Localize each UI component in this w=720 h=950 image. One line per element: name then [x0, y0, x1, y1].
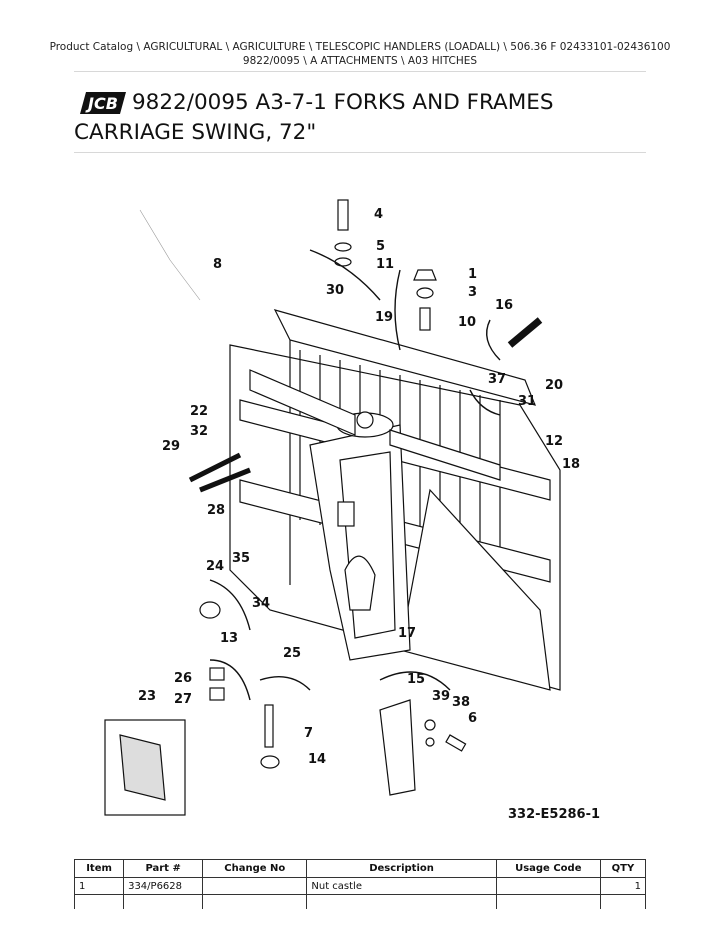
callout-27: 27	[174, 692, 192, 707]
callout-3: 3	[468, 285, 477, 300]
callout-14: 14	[308, 752, 326, 767]
cell-item	[73, 894, 125, 909]
callout-26: 26	[174, 671, 192, 686]
table-row[interactable]: 1 334/P6628 Nut castle 1	[73, 877, 647, 895]
cell-part[interactable]: 334/P6628	[123, 877, 204, 895]
callout-15: 15	[407, 672, 425, 687]
cell-description: Nut castle	[306, 877, 497, 895]
callout-4: 4	[374, 207, 383, 222]
cell-qty: 1	[599, 877, 647, 895]
callout-29: 29	[162, 439, 180, 454]
callout-30: 30	[326, 283, 344, 298]
callout-10: 10	[458, 315, 476, 330]
callout-labels: 4 5 11 8 1 3 30 16 19 10 37 20 31 22 32 …	[138, 207, 600, 822]
hardware-details	[139, 199, 543, 796]
diagram-reference: 332-E5286-1	[508, 807, 600, 822]
table-header-row: Item Part # Change No Description Usage …	[73, 859, 647, 878]
col-header-change-no[interactable]: Change No	[202, 859, 308, 878]
breadcrumb: Product Catalog \ AGRICULTURAL \ AGRICUL…	[40, 40, 680, 68]
callout-28: 28	[207, 503, 225, 518]
callout-7: 7	[304, 726, 313, 741]
cell-description	[306, 894, 497, 909]
callout-32: 32	[190, 424, 208, 439]
callout-34: 34	[252, 596, 270, 611]
cell-usage	[495, 894, 601, 909]
title-divider	[74, 152, 646, 153]
manual-inset	[104, 719, 186, 816]
callout-11: 11	[376, 257, 394, 272]
jcb-logo: JCB	[80, 92, 126, 114]
callout-25: 25	[283, 646, 301, 661]
col-header-qty[interactable]: QTY	[599, 859, 647, 878]
col-header-usage-code[interactable]: Usage Code	[495, 859, 601, 878]
cell-qty	[599, 894, 647, 909]
cell-change	[202, 877, 308, 895]
callout-31: 31	[518, 394, 536, 409]
breadcrumb-line-2[interactable]: 9822/0095 \ A ATTACHMENTS \ A03 HITCHES	[242, 55, 478, 67]
callout-18: 18	[562, 457, 580, 472]
breadcrumb-line-1[interactable]: Product Catalog \ AGRICULTURAL \ AGRICUL…	[49, 41, 671, 53]
callout-6: 6	[468, 711, 477, 726]
callout-35: 35	[232, 551, 250, 566]
hydraulic-cylinder	[188, 369, 501, 493]
callout-20: 20	[545, 378, 563, 393]
header-divider	[74, 71, 646, 72]
parts-diagram: 4 5 11 8 1 3 30 16 19 10 37 20 31 22 32 …	[100, 190, 630, 830]
callout-24: 24	[206, 559, 224, 574]
cell-change	[202, 894, 308, 909]
col-header-part[interactable]: Part #	[123, 859, 204, 878]
callout-37: 37	[488, 372, 506, 387]
callout-22: 22	[190, 404, 208, 419]
callout-1: 1	[468, 267, 477, 282]
callout-8: 8	[213, 257, 222, 272]
cell-part[interactable]	[123, 894, 204, 909]
cell-usage	[495, 877, 601, 895]
col-header-description[interactable]: Description	[306, 859, 497, 878]
callout-5: 5	[376, 239, 385, 254]
detail-callout-arcs	[209, 249, 501, 701]
pivot-assembly	[309, 411, 411, 661]
callout-13: 13	[220, 631, 238, 646]
callout-12: 12	[545, 434, 563, 449]
col-header-item[interactable]: Item	[73, 859, 125, 878]
callout-19: 19	[375, 310, 393, 325]
cell-item: 1	[73, 877, 125, 895]
table-row[interactable]	[73, 894, 647, 909]
page-title: 9822/0095 A3-7-1 FORKS AND FRAMES CARRIA…	[74, 90, 554, 145]
title-block: JCB 9822/0095 A3-7-1 FORKS AND FRAMES CA…	[74, 88, 654, 148]
callout-17: 17	[398, 626, 416, 641]
parts-table: Item Part # Change No Description Usage …	[73, 859, 647, 909]
jcb-logo-text: JCB	[85, 94, 118, 113]
callout-16: 16	[495, 298, 513, 313]
callout-38: 38	[452, 695, 470, 710]
callout-23: 23	[138, 689, 156, 704]
callout-39: 39	[432, 689, 450, 704]
